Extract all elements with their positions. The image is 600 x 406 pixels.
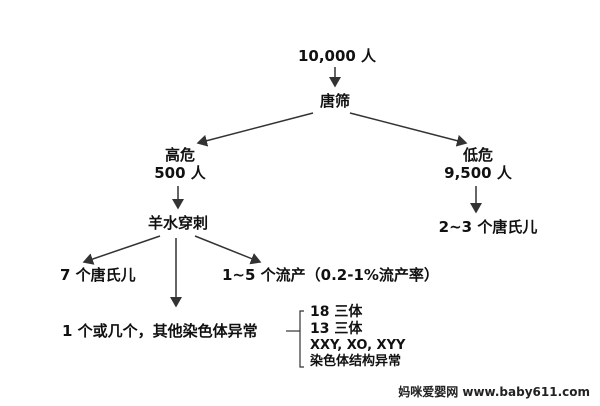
- low-risk-node: 低危 9,500 人: [444, 146, 512, 182]
- low-risk-title: 低危: [462, 146, 494, 164]
- screening-label: 唐筛: [319, 92, 351, 110]
- high-risk-down-node: 7 个唐氏儿: [60, 266, 136, 284]
- screening-node: 唐筛: [320, 92, 350, 110]
- high-risk-count: 500 人: [154, 164, 206, 182]
- low-risk-count: 9,500 人: [444, 164, 512, 182]
- arrow-amnio-to-miscarriage: [194, 235, 262, 265]
- site-watermark: 妈咪爱婴网 www.baby611.com: [398, 385, 590, 399]
- population-node: 10,000 人: [298, 47, 376, 65]
- population-label: 10,000 人: [297, 47, 377, 65]
- abnormal-list-item: 13 三体: [310, 321, 363, 337]
- abnormal-list-item: 染色体结构异常: [310, 354, 402, 369]
- low-risk-result-node: 2~3 个唐氏儿: [439, 218, 538, 236]
- other-abnormal-node: 1 个或几个，其他染色体异常: [62, 322, 258, 340]
- arrow-screening-to-low-risk: [349, 112, 468, 147]
- miscarriage-node: 1~5 个流产（0.2-1%流产率）: [222, 266, 439, 284]
- arrow-amnio-to-down: [82, 235, 161, 265]
- amniocentesis-node: 羊水穿刺: [148, 214, 208, 232]
- high-risk-title: 高危: [164, 146, 196, 164]
- abnormal-list: 18 三体 13 三体 XXY, XO, XYY 染色体结构异常: [310, 304, 405, 370]
- high-risk-down-label: 7 个唐氏儿: [60, 266, 136, 284]
- abnormal-list-item: 18 三体: [310, 304, 363, 320]
- amniocentesis-label: 羊水穿刺: [147, 214, 209, 232]
- arrow-screening-to-high-risk: [196, 112, 314, 147]
- low-risk-result-label: 2~3 个唐氏儿: [438, 218, 538, 236]
- abnormal-list-bracket: [299, 310, 304, 368]
- abnormal-list-item: XXY, XO, XYY: [310, 338, 406, 353]
- miscarriage-label: 1~5 个流产（0.2-1%流产率）: [222, 266, 439, 284]
- high-risk-node: 高危 500 人: [154, 146, 206, 182]
- other-abnormal-label: 1 个或几个，其他染色体异常: [62, 322, 258, 340]
